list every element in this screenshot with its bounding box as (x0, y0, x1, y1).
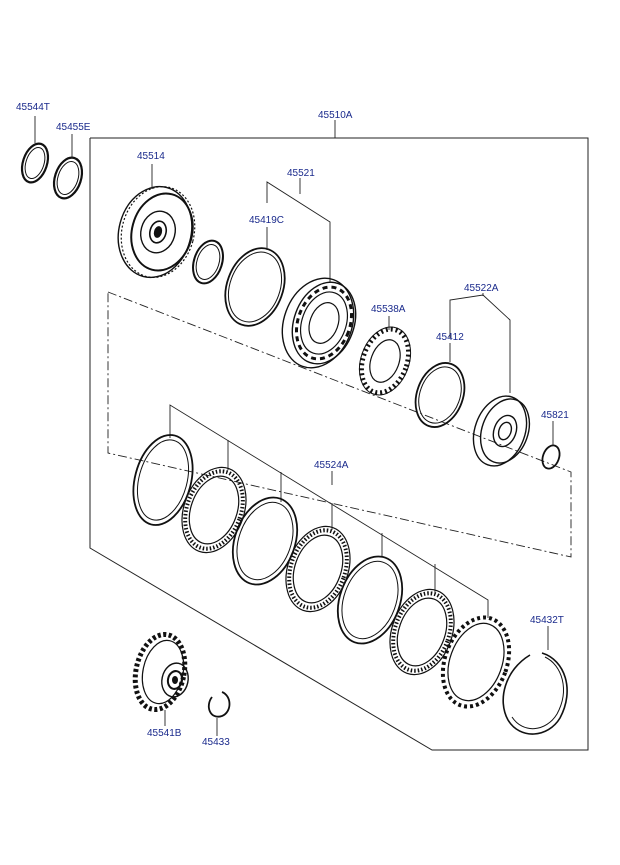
assembly-frame (89, 137, 589, 751)
label-45432T[interactable]: 45432T (530, 615, 564, 626)
label-45541B[interactable]: 45541B (147, 728, 182, 739)
label-45522A[interactable]: 45522A (464, 283, 499, 294)
label-45821[interactable]: 45821 (541, 410, 569, 421)
friction-disc-1[interactable] (171, 458, 257, 561)
snap-ring-45432T[interactable] (502, 652, 568, 735)
steel-plate-1[interactable] (124, 428, 202, 531)
balance-piston-45522A[interactable] (464, 389, 538, 474)
sprocket-gear-45541B[interactable] (129, 630, 192, 714)
snap-ring-45455E[interactable] (49, 154, 87, 202)
label-45433[interactable]: 45433 (202, 737, 230, 748)
clutch-hub-45514[interactable] (108, 178, 204, 286)
label-45455E[interactable]: 45455E (56, 122, 91, 133)
seal-ring-45419C[interactable] (215, 240, 295, 334)
steel-plate-3[interactable] (326, 547, 413, 652)
piston-45521[interactable] (270, 268, 366, 378)
leader-45521 (266, 181, 331, 283)
label-45419C[interactable]: 45419C (249, 215, 284, 226)
label-45412[interactable]: 45412 (436, 332, 464, 343)
label-45544T[interactable]: 45544T (16, 102, 50, 113)
snap-ring-45821[interactable] (539, 443, 562, 471)
label-45524A[interactable]: 45524A (314, 460, 349, 471)
label-45510A[interactable]: 45510A (318, 110, 353, 121)
friction-disc-3[interactable] (379, 580, 465, 683)
wave-plate[interactable] (431, 608, 521, 716)
seal-ring-45412[interactable] (407, 356, 473, 434)
spring-retainer-45538A[interactable] (350, 320, 419, 402)
leader-45524A (169, 404, 489, 618)
label-45514[interactable]: 45514 (137, 151, 165, 162)
snap-ring-45544T[interactable] (17, 140, 52, 185)
snap-ring-45433[interactable] (208, 691, 231, 718)
leader-45522A (449, 294, 511, 393)
label-45538A[interactable]: 45538A (371, 304, 406, 315)
steel-plate-2[interactable] (221, 488, 308, 593)
friction-disc-2[interactable] (275, 517, 361, 620)
small-ring[interactable] (188, 237, 228, 287)
label-45521[interactable]: 45521 (287, 168, 315, 179)
